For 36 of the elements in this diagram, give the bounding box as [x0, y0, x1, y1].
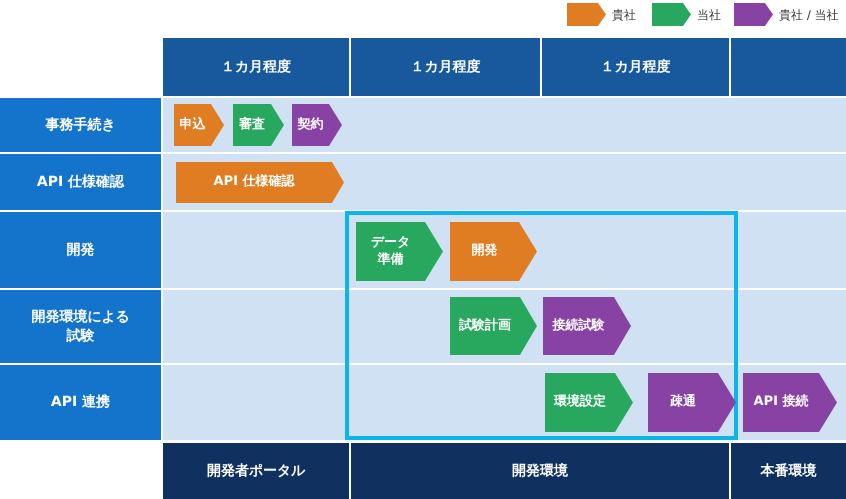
task-label: 審査: [239, 116, 265, 134]
column-header: １カ月程度: [542, 38, 729, 96]
task-bar: [356, 222, 443, 281]
task-label: 試験計画: [459, 318, 511, 334]
task-bar: [545, 373, 633, 432]
task-label: 契約: [298, 116, 324, 134]
task-bar: [233, 104, 284, 146]
legend-label: 当社: [697, 9, 721, 21]
row-header: API 連携: [0, 365, 161, 440]
task-label: 申込: [180, 116, 206, 134]
environment-header: 開発者ポータル: [163, 443, 349, 499]
task-bar: [743, 373, 837, 432]
legend-label: 貴社 / 当社: [779, 9, 839, 21]
environment-header: 本番環境: [731, 443, 846, 499]
task-bar: [292, 104, 342, 146]
environment-header: 開発環境: [351, 443, 729, 499]
column-header: [731, 38, 846, 96]
task-label: API 仕様確認: [214, 174, 294, 191]
legend-label: 貴社: [612, 9, 636, 21]
task-label: データ準備: [370, 234, 411, 268]
task-label: 開発: [472, 243, 498, 260]
row-header: 事務手続き: [0, 98, 161, 152]
row-header: 開発: [0, 212, 161, 288]
row-header: 開発環境による試験: [0, 290, 161, 363]
task-label: API 接続: [754, 394, 808, 411]
task-bar: [450, 222, 537, 281]
task-bar: [176, 162, 344, 203]
task-label: 疎通: [670, 394, 696, 411]
task-label: 環境設定: [554, 394, 606, 411]
row-header: API 仕様確認: [0, 154, 161, 210]
task-bar: [543, 297, 631, 355]
column-header: １カ月程度: [351, 38, 540, 96]
column-header: １カ月程度: [163, 38, 349, 96]
task-bar: [648, 373, 736, 432]
task-bar: [174, 104, 224, 146]
task-label: 接続試験: [552, 318, 604, 334]
